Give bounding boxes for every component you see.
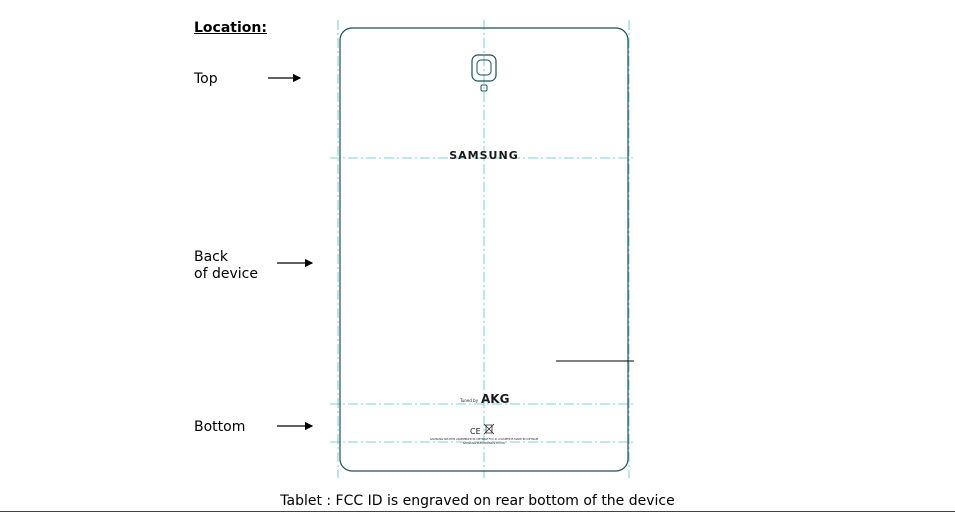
bottom-divider bbox=[0, 511, 955, 512]
back-label-line2: of device bbox=[194, 266, 258, 282]
figure-caption: Tablet : FCC ID is engraved on rear bott… bbox=[280, 493, 675, 509]
ce-mark: CE bbox=[470, 427, 481, 436]
tuned-by-text: Tuned by bbox=[459, 398, 479, 403]
regulatory-text-line1: SAMSUNG SM-T835 ASSEMBLED IN VIETNAM FCC… bbox=[430, 437, 538, 441]
device-outline bbox=[339, 27, 629, 472]
guide-lines bbox=[330, 20, 636, 478]
back-label-line1: Back bbox=[194, 249, 228, 265]
akg-logo: AKG bbox=[481, 392, 509, 406]
flash-icon bbox=[480, 84, 488, 92]
camera-icon bbox=[471, 54, 497, 82]
location-heading: Location: bbox=[194, 20, 267, 36]
weee-bin-icon bbox=[483, 423, 495, 435]
camera-lens-icon bbox=[476, 59, 492, 76]
regulatory-text-line2: SAMSUNG ELECTRONICS CO LTD bbox=[463, 441, 505, 445]
samsung-logo: SAMSUNG bbox=[449, 149, 518, 162]
top-label: Top bbox=[194, 71, 218, 87]
bottom-label: Bottom bbox=[194, 419, 246, 435]
